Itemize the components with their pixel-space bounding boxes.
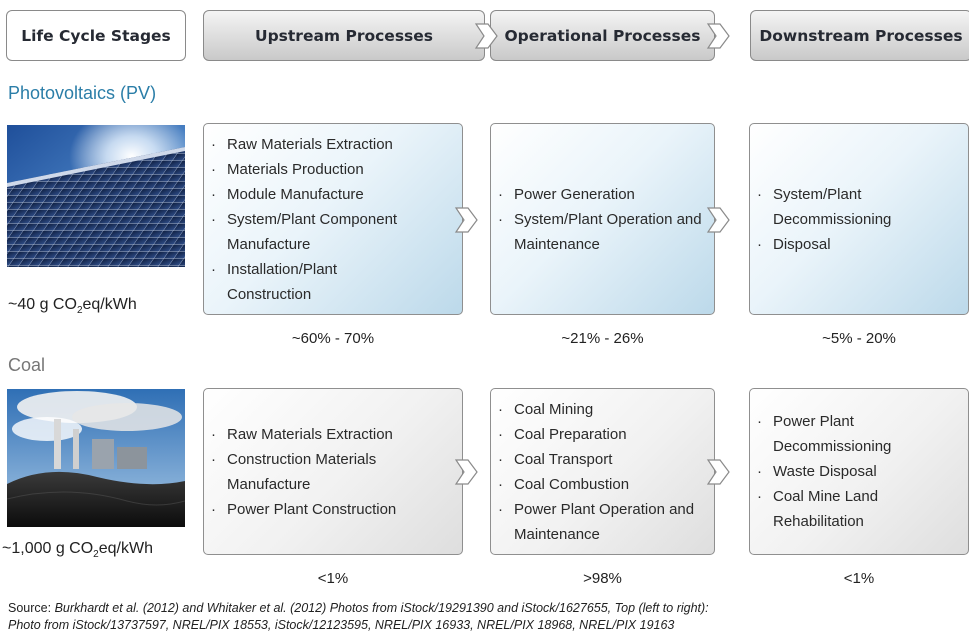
pv-emission-value: ~40 g CO2eq/kWh	[8, 296, 137, 317]
list-item: ·Coal Mining	[498, 400, 594, 418]
list-item: ·Coal Combustion	[498, 475, 630, 493]
list-item: ·Materials Production	[211, 160, 364, 178]
chevron-right-icon	[706, 205, 732, 235]
list-item: ·Coal Mine Land Rehabilitation	[757, 488, 879, 530]
coal-section-title: Coal	[8, 355, 46, 375]
chevron-right-icon	[474, 21, 500, 51]
source-citation: Source: Burkhardt et al. (2012) and Whit…	[8, 600, 709, 634]
solar-panel-photo	[7, 125, 185, 267]
list-item: ·Raw Materials Extraction	[211, 425, 393, 443]
list-item: ·Power Plant Decommissioning	[757, 413, 892, 455]
chevron-right-icon	[706, 21, 732, 51]
life-cycle-stages-label: Life Cycle Stages	[6, 10, 186, 61]
operational-processes-header: Operational Processes	[490, 10, 715, 61]
list-item: ·Coal Preparation	[498, 425, 627, 443]
list-item: ·System/Plant Component Manufacture	[211, 210, 398, 253]
source-text: Burkhardt et al. (2012) and Whitaker et …	[54, 601, 709, 615]
downstream-processes-header: Downstream Processes	[750, 10, 969, 61]
source-text-line2: Photo from iStock/13737597, NREL/PIX 185…	[8, 618, 675, 632]
list-item: ·Raw Materials Extraction	[211, 135, 393, 153]
list-item: ·Power Plant Construction	[211, 500, 397, 518]
chevron-right-icon	[454, 457, 480, 487]
list-item: ·System/Plant Operation and Maintenance	[498, 210, 702, 253]
source-lead: Source:	[8, 601, 52, 615]
pv-upstream-box: ·Raw Materials Extraction ·Materials Pro…	[203, 123, 463, 315]
list-item: ·Construction Materials Manufacture	[211, 450, 377, 493]
pv-downstream-box: ·System/Plant Decommissioning ·Disposal	[749, 123, 969, 315]
chevron-right-icon	[706, 457, 732, 487]
pv-downstream-share: ~5% - 20%	[822, 330, 896, 347]
pv-operational-box: ·Power Generation ·System/Plant Operatio…	[490, 123, 715, 315]
coal-plant-photo	[7, 389, 185, 527]
coal-operational-box: ·Coal Mining ·Coal Preparation ·Coal Tra…	[490, 388, 715, 555]
coal-downstream-box: ·Power Plant Decommissioning ·Waste Disp…	[749, 388, 969, 555]
coal-emission-value: ~1,000 g CO2eq/kWh	[2, 540, 153, 561]
upstream-processes-header: Upstream Processes	[203, 10, 485, 61]
chevron-right-icon	[454, 205, 480, 235]
list-item: ·Module Manufacture	[211, 185, 364, 203]
list-item: ·Installation/Plant Construction	[211, 260, 338, 303]
list-item: ·Coal Transport	[498, 450, 613, 468]
coal-operational-share: >98%	[583, 570, 622, 587]
list-item: ·Power Generation	[498, 185, 635, 203]
coal-upstream-share: <1%	[317, 570, 349, 587]
pv-upstream-share: ~60% - 70%	[291, 330, 375, 347]
list-item: ·Disposal	[757, 235, 831, 253]
pv-operational-share: ~21% - 26%	[561, 330, 644, 347]
list-item: ·Power Plant Operation and Maintenance	[498, 500, 695, 543]
list-item: ·System/Plant Decommissioning	[757, 185, 892, 228]
coal-downstream-share: <1%	[843, 570, 875, 587]
list-item: ·Waste Disposal	[757, 463, 877, 480]
pv-section-title: Photovoltaics (PV)	[8, 83, 157, 103]
coal-upstream-box: ·Raw Materials Extraction ·Construction …	[203, 388, 463, 555]
